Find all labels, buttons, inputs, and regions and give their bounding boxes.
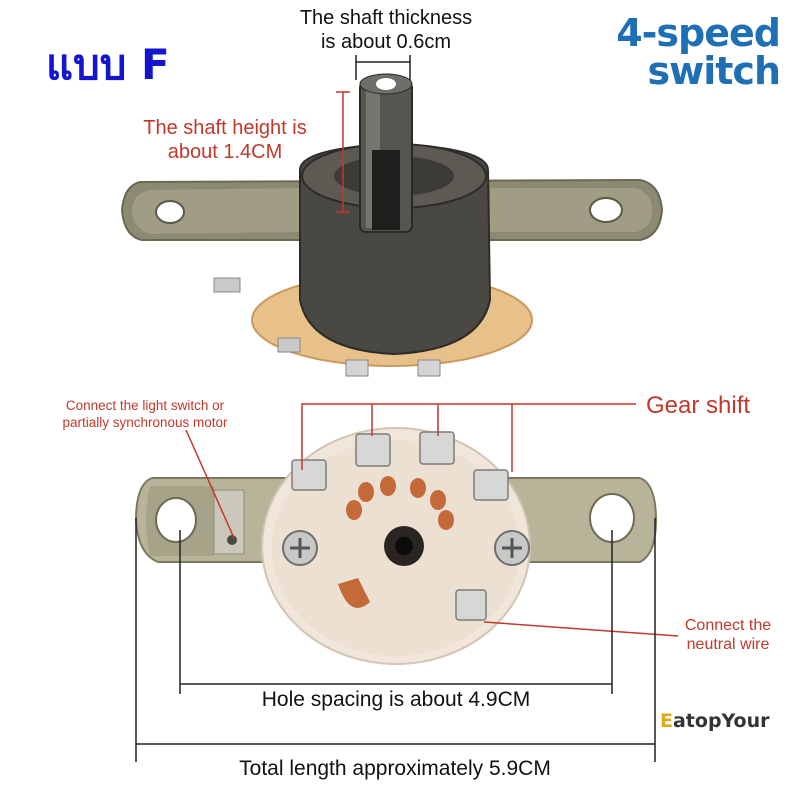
shaft-thickness-label: The shaft thickness is about 0.6cm — [270, 6, 502, 54]
total-length-label: Total length approximately 5.9CM — [239, 757, 551, 780]
light-switch-label: Connect the light switch or partially sy… — [30, 397, 260, 431]
neutral-wire-label: Connect the neutral wire — [678, 616, 778, 654]
product-title: 4-speed switch — [610, 11, 782, 93]
variant-label: แบบ F — [46, 40, 170, 89]
bracket-hole-right — [589, 197, 623, 223]
mount-hole-left — [155, 497, 197, 543]
product-title-line1: 4-speed — [616, 11, 781, 55]
brand-text: atopYour — [672, 710, 770, 732]
bracket-hole-left — [155, 200, 185, 224]
shaft-height-line2: about 1.4CM — [167, 141, 283, 163]
neutral-wire-line1: Connect the — [684, 617, 772, 634]
leader-lines — [185, 403, 679, 637]
switch-side-view — [120, 55, 664, 377]
shaft-thickness-line1: The shaft thickness — [299, 7, 473, 29]
light-switch-line2: partially synchronous motor — [62, 415, 228, 430]
gear-shift-label: Gear shift — [646, 392, 751, 419]
switch-terminal-view — [134, 427, 658, 665]
brand-initial: E — [660, 710, 673, 732]
hole-spacing-label: Hole spacing is about 4.9CM — [261, 688, 531, 711]
shaft-thickness-line2: is about 0.6cm — [320, 31, 452, 53]
product-title-line2: switch — [647, 49, 782, 93]
brand-watermark: EatopYour — [660, 710, 770, 732]
shaft-height-label: The shaft height is about 1.4CM — [108, 116, 342, 164]
neutral-wire-line2: neutral wire — [686, 636, 770, 653]
shaft-height-line1: The shaft height is — [143, 117, 307, 139]
light-switch-line1: Connect the light switch or — [65, 398, 225, 413]
dimension-lines — [135, 518, 656, 762]
